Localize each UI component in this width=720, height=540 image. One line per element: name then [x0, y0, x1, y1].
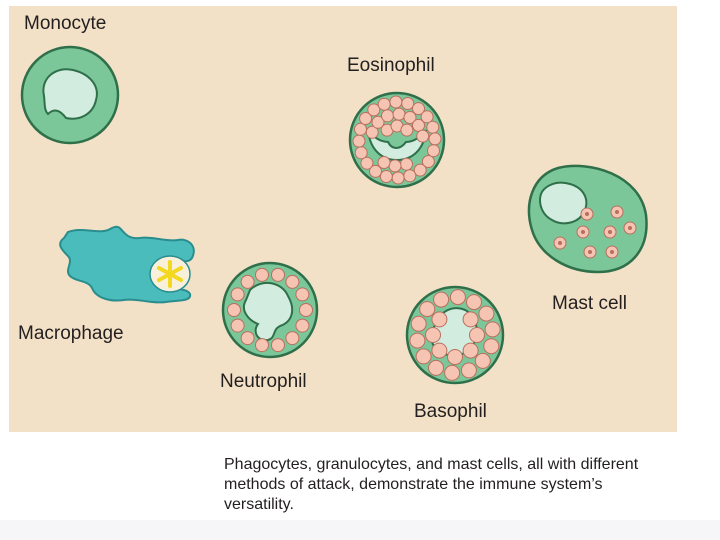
- granule: [415, 348, 432, 365]
- figure-caption: Phagocytes, granulocytes, and mast cells…: [224, 456, 639, 513]
- monocyte-nucleus: [42, 68, 98, 120]
- granule: [369, 164, 382, 178]
- granule: [381, 109, 394, 123]
- granule: [354, 122, 367, 136]
- granule: [295, 318, 310, 333]
- granule: [371, 115, 385, 129]
- monocyte-cell: [20, 45, 120, 145]
- granule: [431, 342, 448, 359]
- granule: [367, 103, 381, 117]
- mast-cell-granules: [553, 205, 637, 259]
- granule: [444, 364, 461, 381]
- mast-granule-core: [585, 212, 589, 216]
- neutrophil-cell: [221, 261, 319, 359]
- granule: [379, 170, 393, 183]
- granule: [420, 110, 434, 124]
- granule: [484, 321, 501, 338]
- granule: [299, 303, 313, 317]
- granule: [431, 311, 448, 328]
- granule: [478, 305, 495, 322]
- mast-cell-nucleus: [538, 181, 588, 225]
- mast-granule-core: [581, 230, 585, 234]
- neutrophil-nucleus: [242, 281, 294, 342]
- eosinophil-body: [348, 91, 446, 189]
- granule: [427, 144, 440, 158]
- label-macrophage: Macrophage: [18, 323, 124, 344]
- granule: [285, 331, 300, 346]
- granule: [359, 112, 373, 125]
- mast-granule-core: [615, 210, 619, 214]
- granule: [240, 331, 255, 346]
- mast-granule-core: [610, 250, 614, 254]
- granule: [227, 303, 241, 317]
- granule: [377, 97, 391, 111]
- granule: [460, 362, 477, 379]
- granule: [447, 349, 463, 365]
- granule: [403, 169, 417, 183]
- granule: [433, 291, 450, 308]
- mast-granule-core: [588, 250, 592, 254]
- label-mast-cell: Mast cell: [552, 293, 627, 314]
- granule: [409, 332, 426, 349]
- basophil-granules: [409, 289, 501, 381]
- neutrophil-granules: [227, 267, 313, 353]
- eosinophil-granules: [352, 95, 442, 185]
- antigen-icon: [157, 260, 183, 288]
- label-basophil: Basophil: [414, 401, 487, 422]
- granule: [462, 342, 479, 359]
- granule: [360, 156, 374, 170]
- granule: [412, 102, 425, 116]
- granule: [413, 163, 427, 177]
- granule: [401, 97, 415, 110]
- granule: [377, 156, 391, 169]
- granule: [410, 315, 427, 332]
- granule: [295, 287, 310, 302]
- granule: [416, 129, 430, 143]
- granule: [230, 318, 245, 333]
- granule: [426, 120, 440, 134]
- mast-cell: [527, 164, 648, 274]
- label-eosinophil: Eosinophil: [347, 55, 435, 76]
- granule: [352, 134, 366, 148]
- basophil-cell: [405, 285, 505, 385]
- granule: [240, 274, 255, 289]
- granule: [354, 146, 368, 160]
- mast-granule-core: [558, 241, 562, 245]
- granule: [285, 274, 300, 289]
- granule: [389, 95, 403, 109]
- granule: [392, 107, 406, 121]
- label-neutrophil: Neutrophil: [220, 371, 307, 392]
- label-monocyte: Monocyte: [24, 13, 107, 34]
- bottom-band: [0, 520, 720, 540]
- granule: [388, 159, 402, 173]
- mast-granule-core: [608, 230, 612, 234]
- granule: [462, 311, 479, 328]
- granule: [419, 301, 436, 318]
- granule: [255, 338, 269, 353]
- granule: [255, 267, 269, 282]
- granule: [449, 289, 466, 306]
- granule: [271, 338, 285, 353]
- granule: [271, 267, 285, 282]
- granule: [403, 111, 417, 124]
- granule: [466, 294, 482, 311]
- granule: [230, 287, 245, 302]
- granule: [483, 338, 500, 355]
- eosinophil-cell: [348, 91, 446, 189]
- granule: [391, 171, 405, 185]
- granule: [428, 132, 442, 146]
- granule: [400, 157, 413, 171]
- granule: [428, 359, 444, 376]
- granule: [474, 352, 491, 369]
- granule: [400, 123, 414, 137]
- granule: [421, 155, 435, 168]
- macrophage-cell: [59, 225, 195, 304]
- granule: [469, 327, 485, 343]
- granule: [425, 327, 441, 343]
- mast-granule-core: [628, 226, 632, 230]
